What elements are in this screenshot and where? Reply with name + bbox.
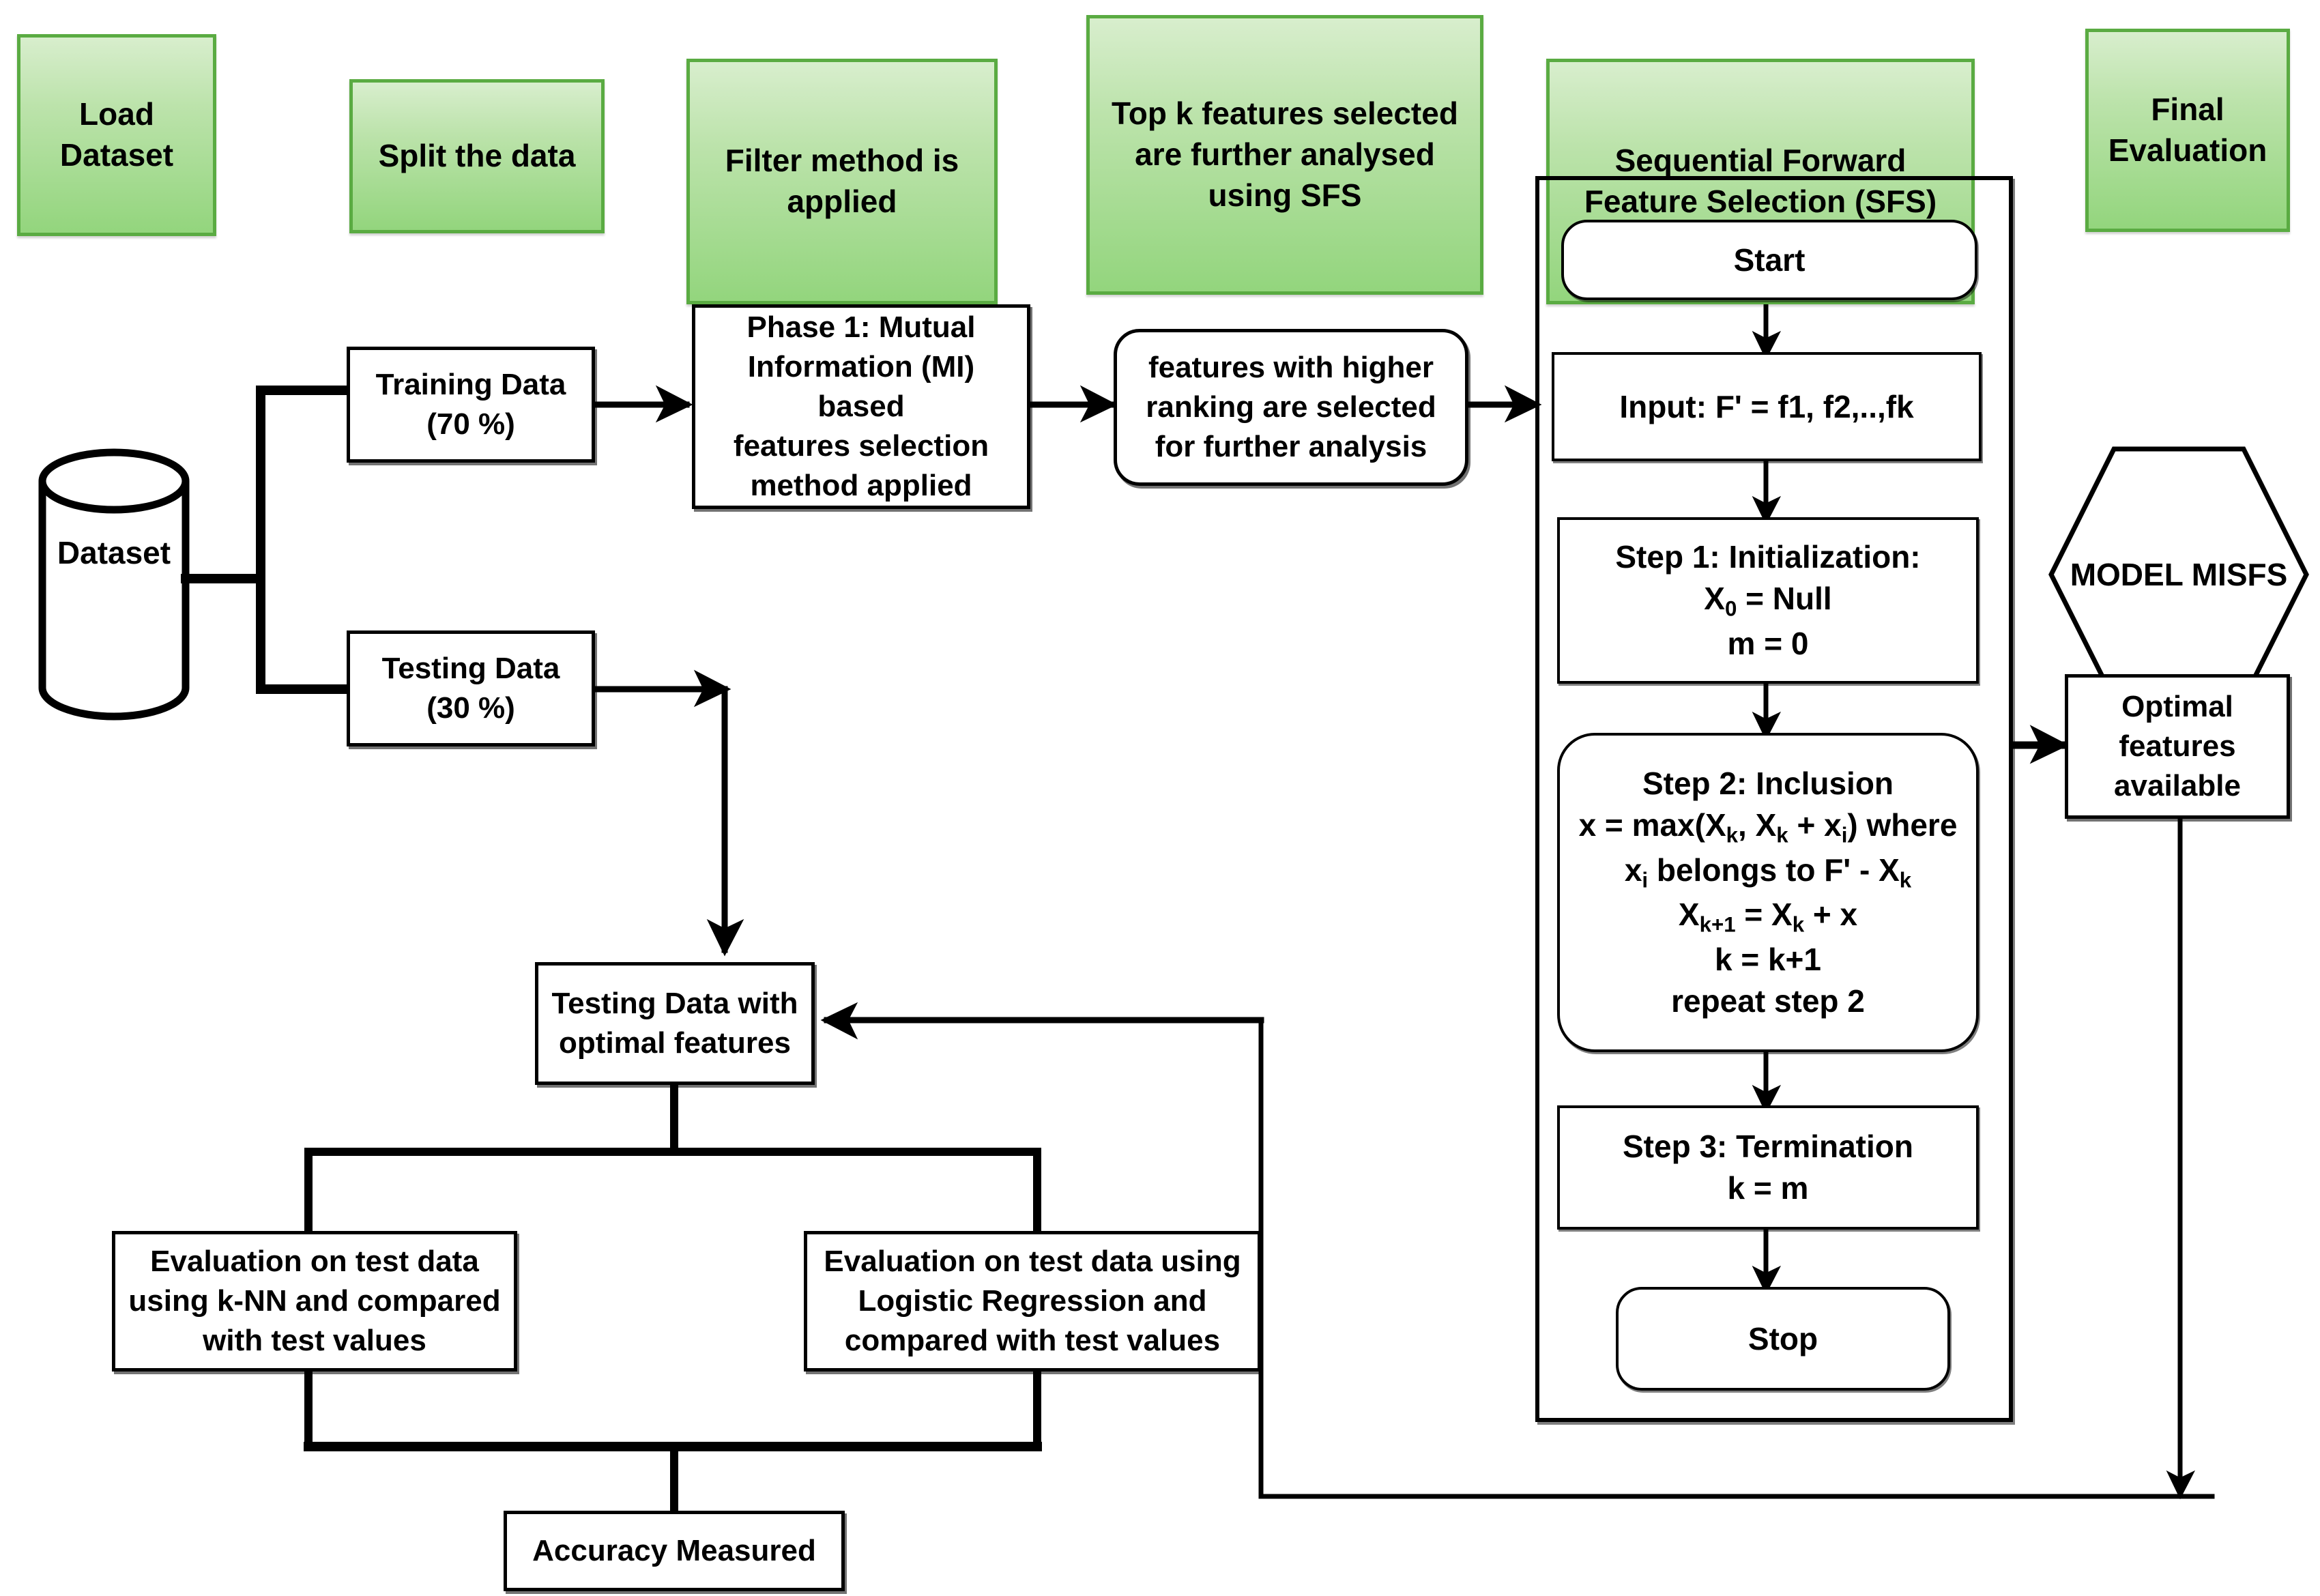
step2-line4: Xk+1 = Xk + x: [1678, 897, 1858, 937]
input-box: Input: F' = f1, f2,..,fk: [1552, 352, 1982, 461]
training-data-label: Training Data(70 %): [375, 367, 566, 441]
testing-data-box: Testing Data(30 %): [347, 630, 595, 746]
step3-box: Step 3: Termination k = m: [1557, 1105, 1979, 1230]
accuracy-box: Accuracy Measured: [504, 1511, 845, 1591]
step3-line1: Step 3: Termination: [1623, 1129, 1913, 1165]
stop-box: Stop: [1616, 1287, 1950, 1391]
start-box: Start: [1561, 220, 1977, 300]
training-data-box: Training Data(70 %): [347, 347, 595, 463]
dataset-cylinder-shape: [38, 448, 190, 721]
sfs-panel: [1535, 176, 2013, 1422]
step1-box: Step 1: Initialization: X0 = Null m = 0: [1557, 517, 1979, 684]
testing-data-label: Testing Data(30 %): [381, 651, 560, 725]
step3-line2: k = m: [1727, 1170, 1809, 1206]
input-label: Input: F' = f1, f2,..,fk: [1619, 388, 1914, 424]
start-label: Start: [1733, 242, 1806, 278]
step2-line2: x = max(Xk, Xk + xi) where: [1578, 807, 1958, 847]
model-misfs-label: MODEL MISFS: [2070, 557, 2288, 592]
banner-split-data-label: Split the data: [378, 138, 576, 174]
stop-label: Stop: [1748, 1320, 1818, 1356]
step2-line3: xi belongs to F' - Xk: [1624, 852, 1912, 893]
accuracy-label: Accuracy Measured: [532, 1533, 816, 1567]
step1-line3: m = 0: [1727, 625, 1809, 661]
step1-line2: X0 = Null: [1704, 581, 1832, 621]
dataset-label: Dataset: [57, 535, 171, 570]
step2-line1: Step 2: Inclusion: [1642, 766, 1894, 802]
step1-line1: Step 1: Initialization:: [1615, 539, 1921, 575]
step2-line5: k = k+1: [1714, 942, 1822, 978]
banner-split-data: Split the data: [349, 79, 605, 233]
step2-line6: repeat step 2: [1671, 983, 1865, 1019]
step2-box: Step 2: Inclusion x = max(Xk, Xk + xi) w…: [1557, 733, 1979, 1052]
